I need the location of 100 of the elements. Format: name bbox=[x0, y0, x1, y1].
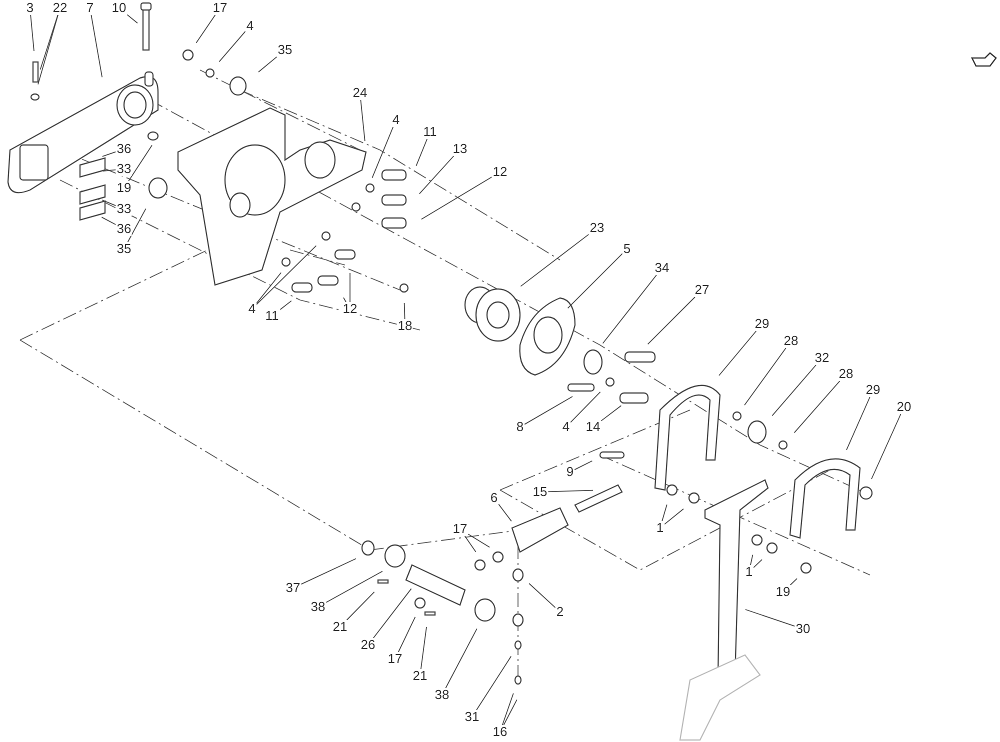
callout-number: 4 bbox=[561, 420, 571, 434]
callout-number: 1 bbox=[744, 565, 754, 579]
callout-number: 23 bbox=[588, 221, 606, 235]
callout-number: 18 bbox=[396, 319, 414, 333]
callout-number: 10 bbox=[110, 1, 128, 15]
leader-line bbox=[744, 348, 786, 406]
leader-line bbox=[346, 591, 375, 620]
callout-number: 34 bbox=[654, 261, 670, 275]
callout-number: 33 bbox=[116, 202, 132, 216]
leader-line bbox=[258, 56, 278, 72]
leader-line bbox=[468, 534, 490, 548]
leader-line bbox=[445, 628, 478, 688]
leader-line bbox=[647, 296, 696, 345]
leader-line bbox=[464, 536, 476, 552]
leader-line bbox=[404, 302, 406, 320]
callout-number: 37 bbox=[284, 581, 302, 595]
leader-line bbox=[102, 169, 116, 172]
callout-number: 17 bbox=[452, 522, 468, 536]
leader-line bbox=[600, 405, 622, 422]
leader-line bbox=[38, 14, 58, 85]
callout-number: 12 bbox=[492, 165, 508, 179]
leader-line bbox=[218, 30, 246, 62]
leader-line bbox=[548, 490, 594, 492]
callout-number: 4 bbox=[247, 302, 257, 316]
callout-number: 11 bbox=[264, 309, 280, 323]
callout-number: 28 bbox=[838, 367, 854, 381]
leader-line bbox=[372, 126, 394, 178]
callout-number: 2 bbox=[555, 605, 565, 619]
leader-line bbox=[664, 508, 684, 525]
leader-line bbox=[279, 300, 292, 310]
leader-line bbox=[662, 504, 668, 522]
callout-number: 17 bbox=[212, 1, 228, 15]
callout-number: 3 bbox=[25, 1, 35, 15]
leader-line bbox=[256, 272, 282, 304]
callout-number: 38 bbox=[310, 600, 326, 614]
leader-line bbox=[196, 14, 216, 44]
leader-line bbox=[790, 578, 798, 586]
leader-line bbox=[420, 626, 427, 670]
leader-line bbox=[794, 380, 840, 434]
callout-number: 27 bbox=[694, 283, 710, 297]
leader-line bbox=[744, 609, 796, 627]
leader-line bbox=[343, 297, 346, 302]
leader-line bbox=[102, 200, 116, 206]
callout-number: 19 bbox=[116, 181, 132, 195]
callout-number: 21 bbox=[412, 669, 428, 683]
callout-number: 1 bbox=[655, 521, 665, 535]
leader-line bbox=[300, 558, 356, 585]
leader-line bbox=[398, 616, 416, 652]
callout-number: 15 bbox=[532, 485, 548, 499]
leader-line bbox=[40, 14, 58, 70]
leader-line bbox=[498, 504, 512, 522]
callout-number: 29 bbox=[864, 383, 882, 397]
leader-line bbox=[718, 330, 757, 376]
leader-line bbox=[256, 245, 317, 305]
leader-line bbox=[753, 559, 762, 568]
leader-line bbox=[326, 570, 383, 603]
callout-number: 21 bbox=[332, 620, 348, 634]
callout-number: 22 bbox=[52, 1, 68, 15]
callout-number: 19 bbox=[774, 585, 792, 599]
callout-number: 28 bbox=[782, 334, 800, 348]
callout-number: 31 bbox=[464, 710, 480, 724]
leader-line bbox=[772, 364, 816, 416]
callout-number: 13 bbox=[452, 142, 468, 156]
leader-line bbox=[503, 699, 518, 726]
leader-line bbox=[90, 14, 103, 78]
callout-number: 36 bbox=[116, 222, 132, 236]
callout-number: 8 bbox=[515, 420, 525, 434]
callout-number: 11 bbox=[422, 125, 438, 139]
leader-line bbox=[520, 234, 590, 287]
callout-number: 17 bbox=[386, 652, 404, 666]
leader-line bbox=[476, 656, 512, 710]
leader-line bbox=[30, 14, 34, 52]
callout-number: 29 bbox=[754, 317, 770, 331]
callout-number: 33 bbox=[116, 162, 132, 176]
callout-number: 24 bbox=[352, 86, 368, 100]
callout-number: 7 bbox=[85, 1, 95, 15]
leader-line bbox=[128, 144, 152, 182]
leader-line bbox=[101, 216, 116, 226]
callout-number: 35 bbox=[116, 242, 132, 256]
callout-number: 30 bbox=[794, 622, 812, 636]
leader-line bbox=[360, 100, 366, 142]
leader-line bbox=[420, 176, 492, 220]
leader-line bbox=[416, 138, 428, 166]
callout-number: 9 bbox=[565, 465, 575, 479]
callout-number: 5 bbox=[622, 242, 632, 256]
callout-number: 26 bbox=[360, 638, 376, 652]
callout-number: 36 bbox=[116, 142, 132, 156]
leader-line bbox=[528, 583, 556, 608]
leader-line bbox=[372, 588, 412, 638]
leader-line bbox=[418, 156, 454, 194]
leader-line bbox=[570, 391, 601, 423]
callout-number: 32 bbox=[814, 351, 830, 365]
callout-number: 6 bbox=[489, 491, 499, 505]
callout-number: 38 bbox=[434, 688, 450, 702]
leader-line bbox=[567, 253, 623, 309]
leader-line bbox=[574, 460, 593, 470]
leader-line bbox=[502, 692, 514, 726]
callout-number: 12 bbox=[342, 302, 358, 316]
leader-line bbox=[750, 554, 754, 566]
callout-number: 35 bbox=[276, 43, 294, 57]
